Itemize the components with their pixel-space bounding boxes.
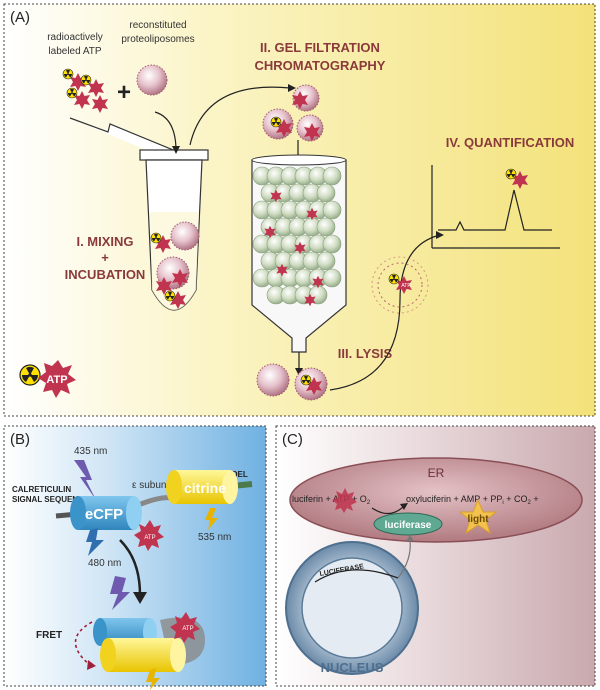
citrine-label: citrine: [184, 480, 226, 496]
wavelength-480: 480 nm: [88, 558, 121, 569]
binding-arrow: [119, 539, 142, 596]
reaction-pp-sub: i: [502, 500, 503, 506]
er-label: ER: [428, 466, 445, 480]
panel-c-label: (C): [282, 431, 303, 448]
step3-label: III. LYSIS: [338, 346, 393, 361]
luciferase-label: luciferase: [385, 520, 432, 531]
expression-arrow: [397, 539, 411, 579]
fret-bound-state: [93, 576, 205, 690]
arrow-to-column: [189, 86, 291, 146]
svg-text:oxyluciferin + AMP + PPi + CO2: oxyluciferin + AMP + PPi + CO2 +: [406, 494, 539, 506]
light-label: light: [467, 514, 489, 525]
luciferase-enzyme: [373, 512, 443, 536]
fret-arrow: [74, 621, 93, 666]
luciferase-reaction: luciferin + ATP + O2 oxyluciferin + AMP …: [292, 488, 539, 515]
panel-b-label: (B): [10, 431, 30, 448]
lysed-liposome: ATP: [371, 256, 429, 314]
step2-line1: II. GEL FILTRATION: [260, 40, 380, 55]
arrow-into-tube: [154, 111, 177, 149]
reaction-co2: + CO: [504, 494, 528, 504]
step4-label: IV. QUANTIFICATION: [446, 135, 575, 150]
lipo-label-line1: reconstituted: [129, 20, 186, 31]
wavelength-535: 535 nm: [198, 532, 231, 543]
column-bead: [316, 217, 336, 237]
atp-label-line2: labeled ATP: [48, 46, 102, 57]
column-bead: [322, 200, 342, 220]
plus-sign: +: [117, 79, 131, 106]
emission-bolt-480: [86, 528, 104, 556]
citrine-cylinder: citrine: [166, 470, 238, 504]
epsilon-subunit-label: ε subunit: [132, 480, 172, 491]
reaction-right: oxyluciferin + AMP + PP: [406, 494, 502, 504]
reaction-co2-sub: 2: [528, 500, 532, 506]
column-bead: [322, 166, 342, 186]
reaction-o2: + O: [349, 494, 366, 504]
atp-legend-text: ATP: [46, 374, 67, 386]
column-bead: [322, 234, 342, 254]
calreticulin-line2: SIGNAL SEQUENCE: [12, 495, 90, 504]
step1-line3: INCUBATION: [65, 267, 146, 282]
atp-label-line1: radioactively: [47, 32, 103, 43]
luciferase-gene: [314, 569, 399, 583]
excitation-bolt-icon: [74, 460, 96, 500]
panel-a: (A) radioactively labeled ATP reconstitu…: [3, 3, 596, 417]
light-star-icon: [458, 498, 498, 535]
step2-line2: CHROMATOGRAPHY: [255, 58, 386, 73]
atp-bound-label: ATP: [182, 626, 193, 632]
ecfp-label: eCFP: [85, 506, 123, 523]
reaction-left: luciferin +: [292, 494, 333, 504]
atp-b-label: ATP: [144, 535, 155, 541]
atp-legend: ATP: [19, 360, 76, 398]
step1-line2: +: [101, 250, 109, 265]
column-beads: [252, 166, 342, 307]
column-bead: [322, 268, 342, 288]
nucleus: NUCLEUS: [285, 541, 419, 675]
liposome-in-tube: [170, 221, 200, 251]
panel-c: (C) ER luciferin + ATP + O2 oxyluciferin…: [275, 425, 596, 687]
column-bead: [316, 183, 336, 203]
fret-label: FRET: [36, 630, 62, 641]
calreticulin-line1: CALRETICULIN: [12, 485, 71, 494]
column-bead: [316, 251, 336, 271]
ecfp-cylinder: eCFP: [70, 496, 142, 530]
lipo-label-line2: proteoliposomes: [121, 34, 194, 45]
nucleus-label: NUCLEUS: [321, 660, 384, 675]
proteoliposome-icon: [136, 64, 168, 96]
er-organelle: [289, 457, 583, 543]
panel-a-label: (A): [10, 9, 30, 26]
atp-lysis-label: ATP: [401, 283, 411, 289]
panel-b: (B) 435 nm ε subunit KDEL CALRETICULIN S…: [3, 425, 267, 690]
quantification-plot: [431, 165, 560, 249]
emission-bolt-535: [205, 508, 218, 530]
atp-star-b: [134, 520, 164, 551]
step1-line1: I. MIXING: [76, 234, 133, 249]
arrow-to-quantification: [329, 234, 441, 391]
reaction-end: +: [531, 494, 539, 504]
reaction-o2-sub: 2: [367, 500, 371, 506]
wavelength-435: 435 nm: [74, 446, 107, 457]
kdel-label: KDEL: [226, 470, 248, 479]
